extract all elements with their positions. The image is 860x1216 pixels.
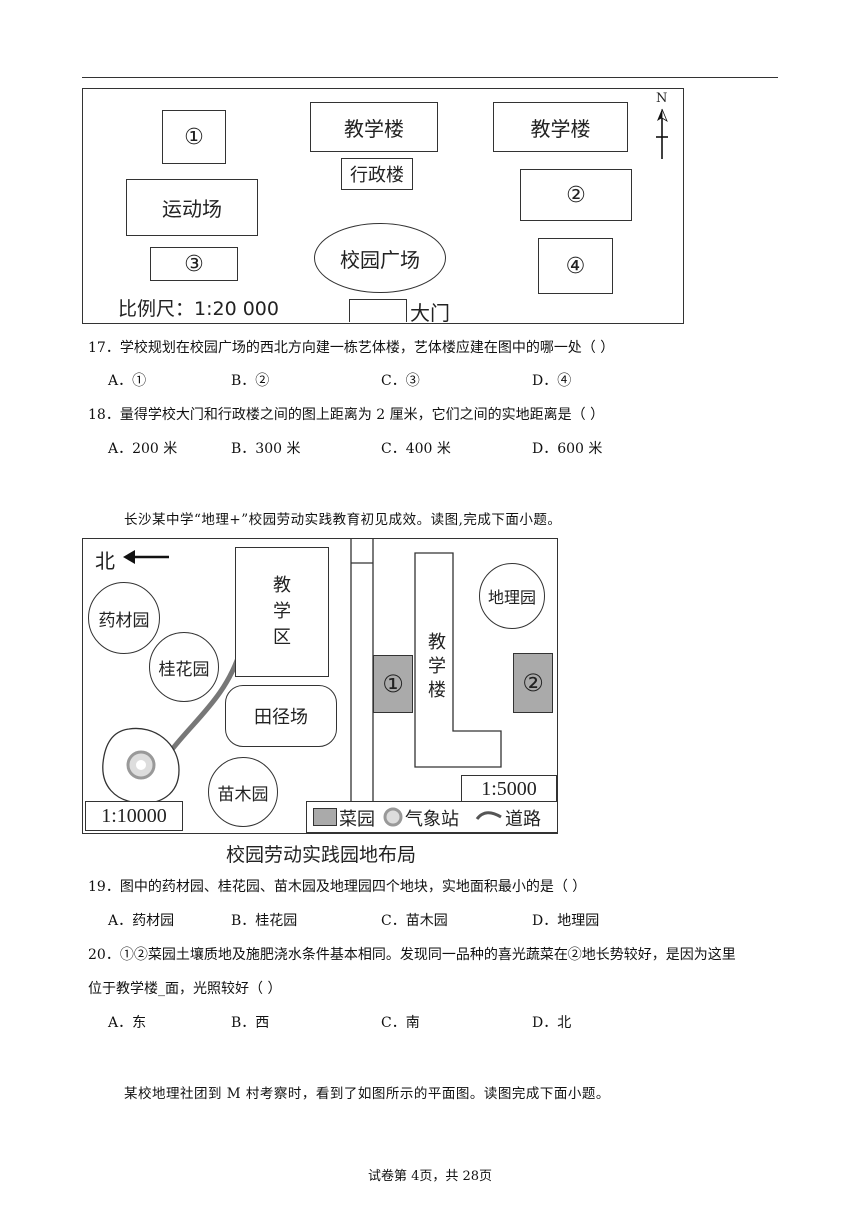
teaching-area-box: 教学区 — [235, 547, 329, 677]
weather-station-icon — [383, 807, 403, 827]
scale-large-label: 1:10000 — [101, 804, 167, 827]
location-1-box: ① — [162, 110, 226, 164]
teaching-building-label-left: 教学楼 — [344, 116, 404, 141]
teaching-building-shape — [414, 552, 502, 768]
vegetable-plot-1: ① — [373, 655, 413, 713]
intro-paragraph-2: 长沙某中学“地理+”校园劳动实践教育初见成效。读图,完成下面小题。 — [124, 512, 562, 528]
teaching-building-label: 教学楼 — [428, 632, 446, 701]
q18-option-d[interactable]: D．600 米 — [532, 441, 603, 457]
plot-2-label: ② — [522, 669, 544, 697]
q19-option-c[interactable]: C．苗木园 — [381, 913, 448, 929]
q19-option-a[interactable]: A．药材园 — [108, 913, 175, 929]
q20-option-b[interactable]: B．西 — [231, 1015, 270, 1031]
q18-option-a[interactable]: A．200 米 — [108, 441, 178, 457]
plot-1-label: ① — [382, 670, 404, 698]
campus-plaza-label: 校园广场 — [340, 247, 420, 272]
north-arrow-left-icon — [123, 550, 169, 564]
teaching-building-label-right: 教学楼 — [530, 116, 591, 141]
north-label-map2: 北 — [95, 549, 115, 573]
north-label: N — [656, 91, 668, 106]
geography-garden-label: 地理园 — [487, 588, 536, 607]
garden-legend-swatch — [313, 808, 337, 826]
location-2-box: ② — [520, 169, 632, 221]
q17-option-d[interactable]: D．④ — [532, 373, 572, 389]
osmanthus-garden: 桂花园 — [149, 632, 219, 702]
q19-option-d[interactable]: D．地理园 — [532, 913, 600, 929]
q17-option-a[interactable]: A．① — [108, 373, 147, 389]
question-19: 19．图中的药材园、桂花园、苗木园及地理园四个地块，实地面积最小的是（ ） — [88, 879, 587, 895]
page-footer: 试卷第 4页，共 28页 — [367, 1169, 493, 1184]
teaching-building-box-right: 教学楼 — [493, 102, 628, 152]
scale-small-label: 1:5000 — [481, 777, 537, 800]
weather-station-area — [102, 727, 180, 804]
seedling-garden-label: 苗木园 — [217, 784, 269, 805]
q18-option-c[interactable]: C．400 米 — [381, 441, 451, 457]
location-1-label: ① — [184, 124, 204, 150]
herb-garden-label: 药材园 — [98, 610, 150, 631]
q19-option-b[interactable]: B．桂花园 — [231, 913, 298, 929]
q17-option-c[interactable]: C．③ — [381, 373, 420, 389]
legend-box: 菜园 气象站 道路 — [306, 801, 558, 833]
question-17: 17．学校规划在校园广场的西北方向建一栋艺体楼，艺体楼应建在图中的哪一处（ ） — [88, 340, 615, 356]
legend-station-label: 气象站 — [405, 809, 459, 830]
sports-field-box: 运动场 — [126, 179, 258, 236]
scale-box-large: 1:10000 — [85, 801, 183, 831]
scale-box-small: 1:5000 — [461, 775, 557, 803]
q20-option-c[interactable]: C．南 — [381, 1015, 420, 1031]
campus-plaza-ellipse: 校园广场 — [314, 223, 446, 293]
road-legend-icon — [475, 811, 502, 820]
location-3-box: ③ — [150, 247, 238, 281]
location-4-box: ④ — [538, 238, 613, 294]
vegetable-plot-2: ② — [513, 653, 553, 713]
sports-field-label: 运动场 — [162, 197, 222, 221]
school-map-1: ① 教学楼 教学楼 行政楼 运动场 ② 校园广场 ③ ④ 比例尺：1:20 00… — [82, 88, 684, 325]
legend-garden-label: 菜园 — [339, 809, 375, 830]
seedling-garden: 苗木园 — [208, 757, 278, 827]
teaching-area-label: 教学区 — [273, 575, 291, 648]
teaching-building-box-left: 教学楼 — [310, 102, 438, 152]
q20-option-d[interactable]: D．北 — [532, 1015, 572, 1031]
location-4-label: ④ — [565, 253, 586, 279]
map2-caption: 校园劳动实践园地布局 — [226, 844, 417, 866]
header-rule — [82, 77, 778, 78]
geography-garden: 地理园 — [479, 563, 545, 629]
north-arrow-icon — [656, 108, 668, 159]
track-field-label: 田径场 — [254, 707, 308, 728]
q18-option-b[interactable]: B．300 米 — [231, 441, 301, 457]
question-20-line-1: 20．①②菜园土壤质地及施肥浇水条件基本相同。发现同一品种的喜光蔬菜在②地长势较… — [88, 947, 736, 963]
q17-option-b[interactable]: B．② — [231, 373, 270, 389]
gate-box — [349, 299, 407, 322]
question-20-line-2: 位于教学楼_面，光照较好（ ） — [88, 981, 282, 997]
school-map-2: 北 药材园 桂花园 教学区 田径场 苗木园 教学楼 ① ② 地理园 1:5000… — [82, 538, 558, 834]
gate-label: 大门 — [410, 301, 450, 325]
location-3-label: ③ — [184, 251, 204, 277]
q20-option-a[interactable]: A．东 — [108, 1015, 147, 1031]
admin-building-box: 行政楼 — [341, 158, 413, 190]
location-2-label: ② — [566, 182, 586, 208]
intro-paragraph-3: 某校地理社团到 M 村考察时，看到了如图所示的平面图。读图完成下面小题。 — [124, 1086, 610, 1102]
question-18: 18．量得学校大门和行政楼之间的图上距离为 2 厘米，它们之间的实地距离是（ ） — [88, 407, 605, 423]
scale-label: 比例尺：1:20 000 — [118, 298, 279, 320]
herb-garden: 药材园 — [88, 582, 160, 654]
osmanthus-garden-label: 桂花园 — [158, 659, 210, 680]
legend-road-label: 道路 — [505, 809, 541, 830]
track-field: 田径场 — [225, 685, 337, 747]
admin-building-label: 行政楼 — [350, 165, 404, 186]
